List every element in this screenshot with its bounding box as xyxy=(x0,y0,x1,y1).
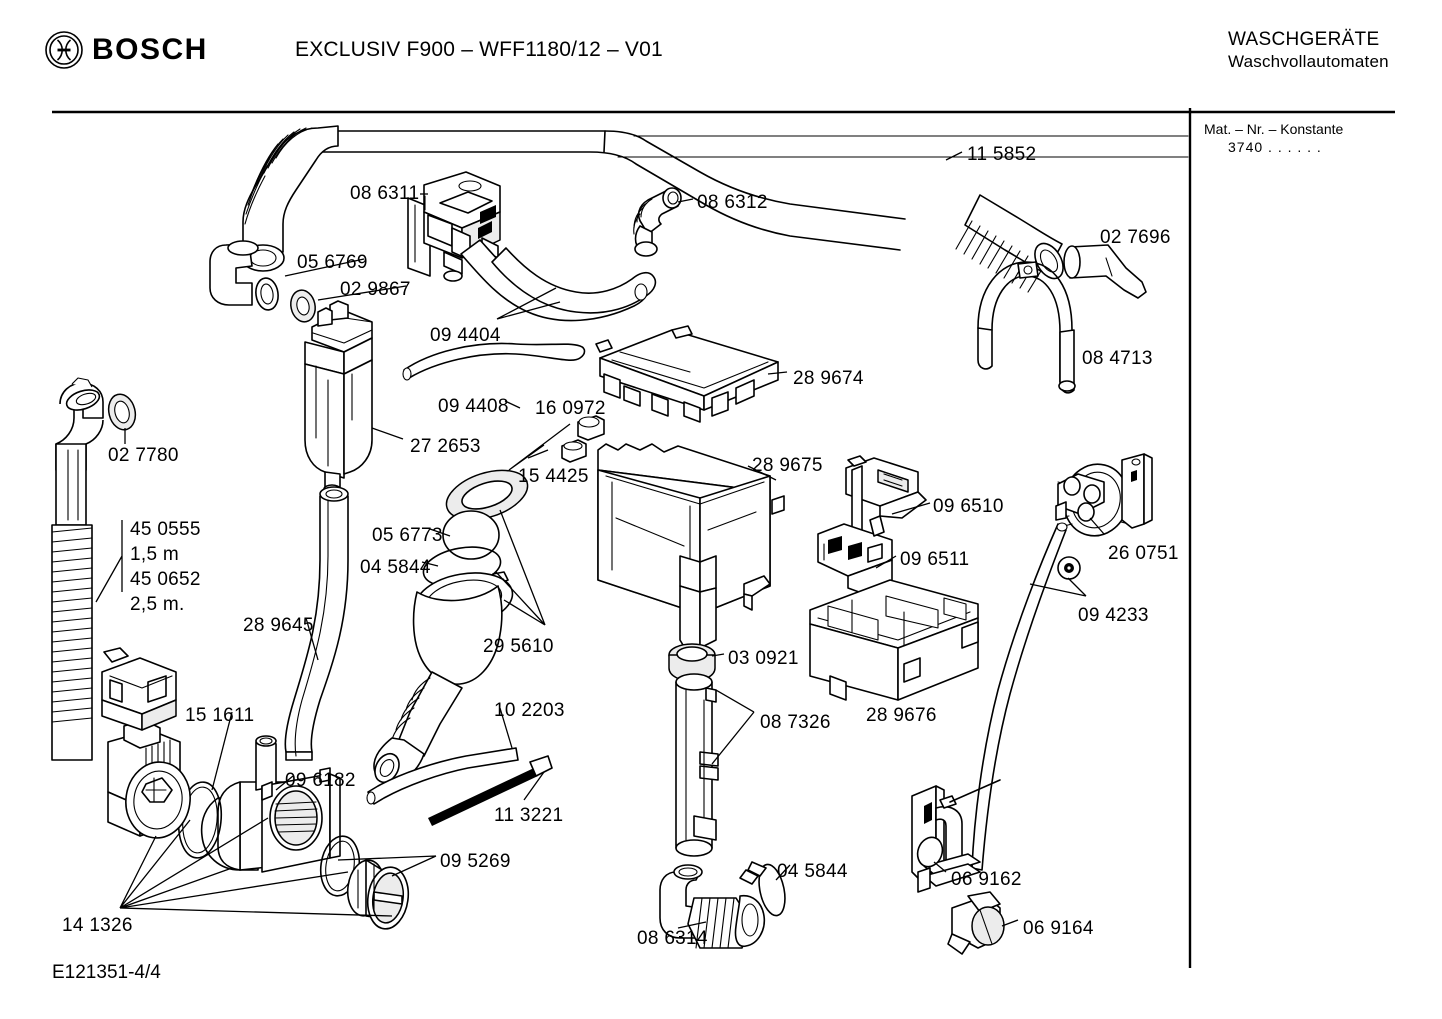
part-number-10-2203: 10 2203 xyxy=(494,700,565,721)
leader-lines xyxy=(95,151,1105,929)
pump-motor xyxy=(107,711,191,839)
bracket-069162 xyxy=(911,779,1001,893)
part-number-02-7696: 02 7696 xyxy=(1100,227,1171,248)
part-number-09-4408: 09 4408 xyxy=(438,396,509,417)
part-number-16-0972: 16 0972 xyxy=(535,398,606,419)
hose-094408 xyxy=(402,342,586,381)
hose-289645 xyxy=(284,486,349,761)
hose-elbow-086312 xyxy=(633,187,682,257)
seal-029867 xyxy=(290,289,316,323)
part-number-02-7780: 02 7780 xyxy=(108,445,179,466)
part-number-09-4233: 09 4233 xyxy=(1078,605,1149,626)
part-number-08-6311: 08 6311 xyxy=(350,183,420,204)
detergent-drawer-289676 xyxy=(809,579,979,701)
grommet-160972 xyxy=(577,415,605,441)
part-number-26-0751: 26 0751 xyxy=(1108,543,1179,564)
filter-cap-095269 xyxy=(346,859,410,930)
part-number-28-9676: 28 9676 xyxy=(866,705,937,726)
ring-056773 xyxy=(442,510,500,560)
cover-plate-289674 xyxy=(595,325,779,423)
part-number-06-9162: 06 9162 xyxy=(951,869,1022,890)
hose-holder-084713 xyxy=(977,261,1076,394)
tub-bellows-295610 xyxy=(373,572,514,784)
part-number-04-5844-bottom: 04 5844 xyxy=(777,861,848,882)
part-number-11-3221: 11 3221 xyxy=(494,805,564,826)
model-designation: EXCLUSIV F900 – WFF1180/12 – V01 xyxy=(295,38,663,61)
pump-housing-096182 xyxy=(200,735,341,873)
part-number-04-5844-left: 04 5844 xyxy=(360,557,431,578)
part-number-02-9867: 02 9867 xyxy=(340,279,411,300)
part-number-03-0921: 03 0921 xyxy=(728,648,799,669)
drain-pipe-087326 xyxy=(668,643,719,857)
part-number-28-9675: 28 9675 xyxy=(752,455,823,476)
grommet-154425b xyxy=(561,439,587,463)
hose-length-callout: 45 0555 1,5 m 45 0652 2,5 m. xyxy=(130,519,201,615)
detergent-housing-289675 xyxy=(597,443,785,651)
hose-102203 xyxy=(366,747,519,805)
part-number-09-6182: 09 6182 xyxy=(285,770,356,791)
part-number-05-6769: 05 6769 xyxy=(297,252,368,273)
material-constant-value: 3740 . . . . . . xyxy=(1228,139,1322,155)
part-number-28-9674: 28 9674 xyxy=(793,368,864,389)
dispenser-tank-272653 xyxy=(304,300,373,494)
foot-069164 xyxy=(947,891,1005,955)
pipe-stub-027696 xyxy=(1063,244,1147,299)
bosch-logo-icon xyxy=(45,31,83,69)
part-number-27-2653: 27 2653 xyxy=(410,436,481,457)
part-number-15-1611: 15 1611 xyxy=(185,705,255,726)
pressure-gear-260751 xyxy=(1055,463,1134,537)
clamp-045844-bottom xyxy=(739,861,786,917)
hose-pair-094404 xyxy=(460,239,657,322)
part-number-05-6773: 05 6773 xyxy=(372,525,443,546)
drain-elbow-086314 xyxy=(659,864,766,949)
part-number-09-5269: 09 5269 xyxy=(440,851,511,872)
valve-cover-096511 xyxy=(817,515,893,597)
part-number-08-4713: 08 4713 xyxy=(1082,348,1153,369)
part-number-08-6314: 08 6314 xyxy=(637,928,708,949)
hose-elbow-056769 xyxy=(209,240,279,311)
part-number-08-7326: 08 7326 xyxy=(760,712,831,733)
part-number-06-9164: 06 9164 xyxy=(1023,918,1094,939)
washer-094233 xyxy=(1057,556,1081,580)
brand-wordmark: BOSCH xyxy=(92,33,208,66)
drain-hose-450555 xyxy=(51,377,104,761)
corrugated-hose-115852 xyxy=(955,194,1064,293)
lever-096510 xyxy=(845,455,927,535)
part-number-08-6312: 08 6312 xyxy=(697,192,768,213)
pressure-hose-094233 xyxy=(971,522,1068,871)
part-number-09-4404: 09 4404 xyxy=(430,325,501,346)
water-inlet-valve-086311 xyxy=(407,171,501,282)
bracket-plate xyxy=(1121,453,1153,529)
cable-tie-113221 xyxy=(428,755,553,826)
category-primary: WASCHGERÄTE xyxy=(1228,29,1380,50)
part-number-09-6511: 09 6511 xyxy=(900,549,970,570)
part-number-11-5852: 11 5852 xyxy=(967,144,1037,165)
part-number-09-6510: 09 6510 xyxy=(933,496,1004,517)
seal-154425 xyxy=(445,469,529,521)
hose-nut-027780 xyxy=(107,393,137,431)
part-number-28-9645: 28 9645 xyxy=(243,615,314,636)
material-constant-label: Mat. – Nr. – Konstante xyxy=(1204,121,1344,137)
category-secondary: Waschvollautomaten xyxy=(1228,52,1389,71)
part-number-15-4425: 15 4425 xyxy=(518,466,589,487)
drawing-number: E121351-4/4 xyxy=(52,962,161,983)
part-number-14-1326: 14 1326 xyxy=(62,915,133,936)
inlet-hose-corrugated xyxy=(241,125,339,272)
pump-clip xyxy=(101,647,177,731)
part-number-29-5610: 29 5610 xyxy=(483,636,554,657)
